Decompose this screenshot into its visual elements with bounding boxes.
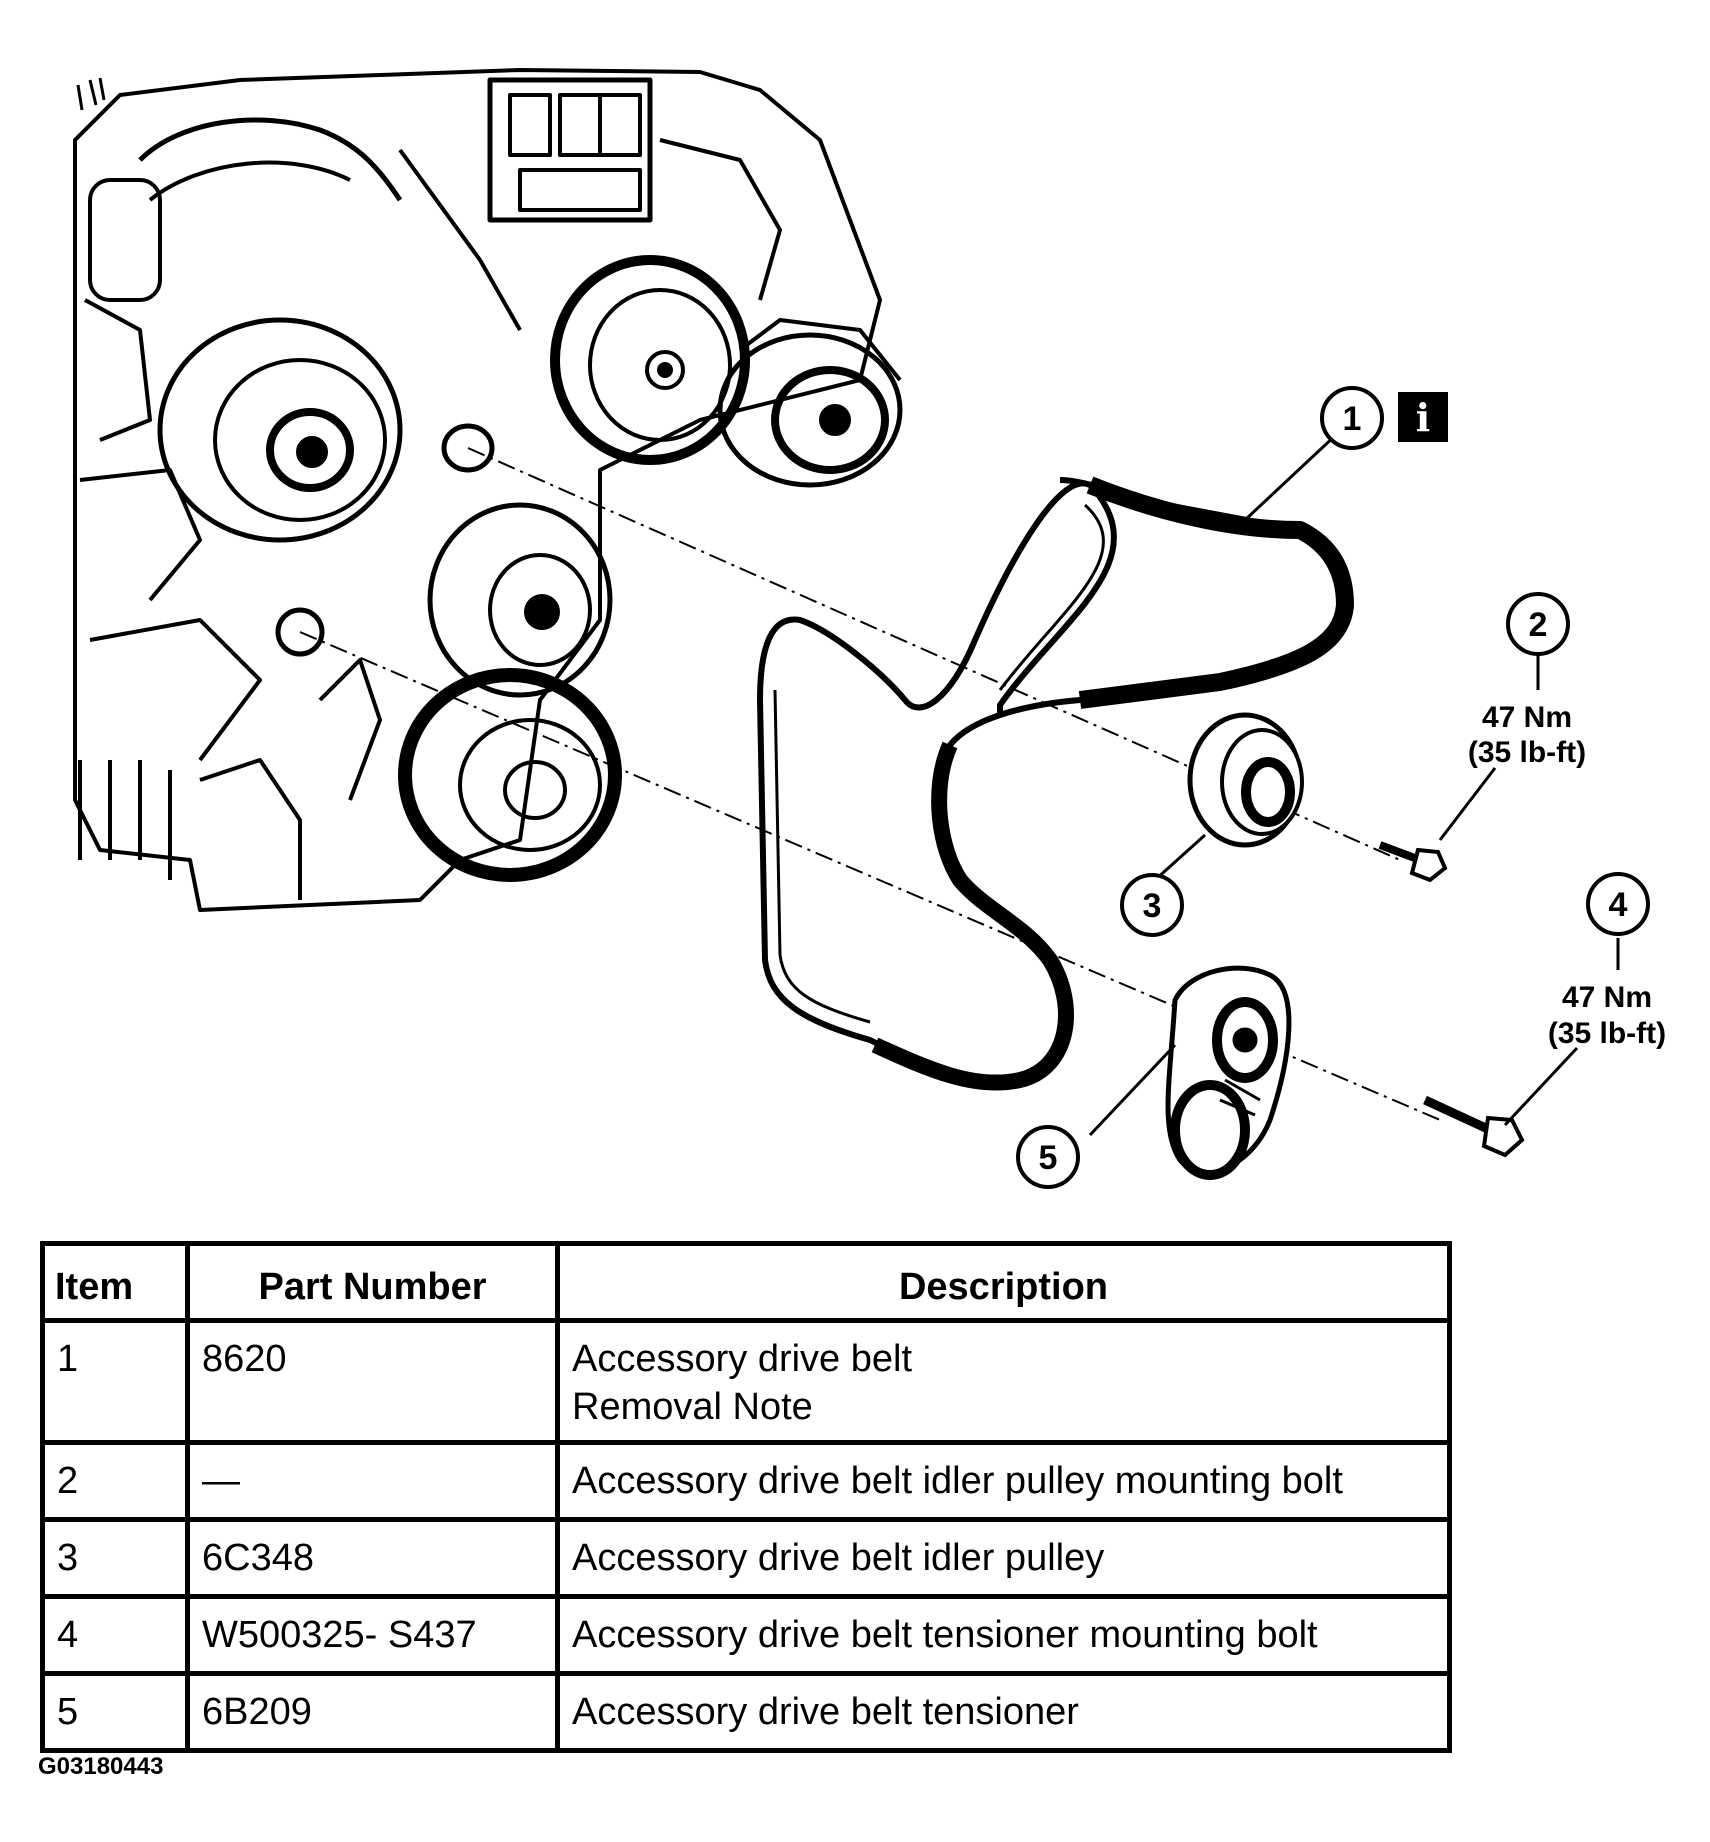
cell-item: 3 — [40, 1517, 190, 1599]
cell-part-number: W500325- S437 — [185, 1594, 560, 1676]
belt-tensioner — [1165, 965, 1292, 1180]
callout-5-label: 5 — [1039, 1139, 1058, 1177]
parts-table: Item Part Number Description 1 8620 Acce… — [40, 1241, 1452, 1753]
idler-bolt — [1378, 841, 1448, 883]
cell-item: 1 — [40, 1318, 190, 1445]
callout-4: 4 — [1586, 872, 1650, 936]
accessory-drive-belt — [757, 476, 1354, 1091]
cell-description: Accessory drive belt idler pulley — [555, 1517, 1452, 1599]
table-header-row: Item Part Number Description — [40, 1241, 1452, 1323]
engine-illustration — [73, 68, 903, 912]
info-icon: i — [1398, 392, 1448, 442]
table-row: 5 6B209 Accessory drive belt tensioner — [40, 1671, 1452, 1753]
table-row: 3 6C348 Accessory drive belt idler pulle… — [40, 1517, 1452, 1599]
cell-item: 2 — [40, 1440, 190, 1522]
cell-description: Accessory drive belt tensioner — [555, 1671, 1452, 1753]
description-text: Accessory drive belt — [572, 1338, 913, 1380]
callout-1-label: 1 — [1343, 400, 1362, 438]
cell-part-number: — — [185, 1440, 560, 1522]
leader-lines — [1088, 431, 1620, 1137]
header-item: Item — [40, 1241, 190, 1323]
torque-4-nm: 47 Nm — [1562, 981, 1652, 1014]
callout-2-label: 2 — [1529, 606, 1548, 644]
callout-1: 1 — [1320, 386, 1384, 450]
cell-part-number: 8620 — [185, 1318, 560, 1445]
torque-4-lbft: (35 lb-ft) — [1548, 1017, 1666, 1050]
table-row: 2 — Accessory drive belt idler pulley mo… — [40, 1440, 1452, 1522]
torque-2-nm: 47 Nm — [1482, 701, 1572, 734]
cell-description: Accessory drive belt Removal Note — [555, 1318, 1452, 1445]
header-description: Description — [555, 1241, 1452, 1323]
callout-5: 5 — [1016, 1125, 1080, 1189]
callout-3-label: 3 — [1143, 887, 1162, 925]
cell-part-number: 6B209 — [185, 1671, 560, 1753]
cell-item: 4 — [40, 1594, 190, 1676]
figure-id: G03180443 — [38, 1753, 164, 1780]
cell-description: Accessory drive belt tensioner mounting … — [555, 1594, 1452, 1676]
removal-note-link[interactable]: Removal Note — [572, 1386, 813, 1428]
callout-3: 3 — [1120, 873, 1184, 937]
torque-2-lbft: (35 lb-ft) — [1468, 736, 1586, 769]
info-icon-label: i — [1416, 395, 1430, 440]
engine-belt-diagram: 1 i 2 47 Nm (35 lb-ft) 3 4 47 Nm (35 lb-… — [73, 68, 1666, 1189]
tensioner-bolt — [1423, 1095, 1525, 1158]
table-row: 1 8620 Accessory drive belt Removal Note — [40, 1318, 1452, 1445]
idler-pulley — [1187, 712, 1304, 848]
callout-2: 2 — [1506, 592, 1570, 656]
cell-part-number: 6C348 — [185, 1517, 560, 1599]
table-row: 4 W500325- S437 Accessory drive belt ten… — [40, 1594, 1452, 1676]
header-part-number: Part Number — [185, 1241, 560, 1323]
cell-item: 5 — [40, 1671, 190, 1753]
cell-description: Accessory drive belt idler pulley mounti… — [555, 1440, 1452, 1522]
callout-4-label: 4 — [1609, 886, 1628, 924]
